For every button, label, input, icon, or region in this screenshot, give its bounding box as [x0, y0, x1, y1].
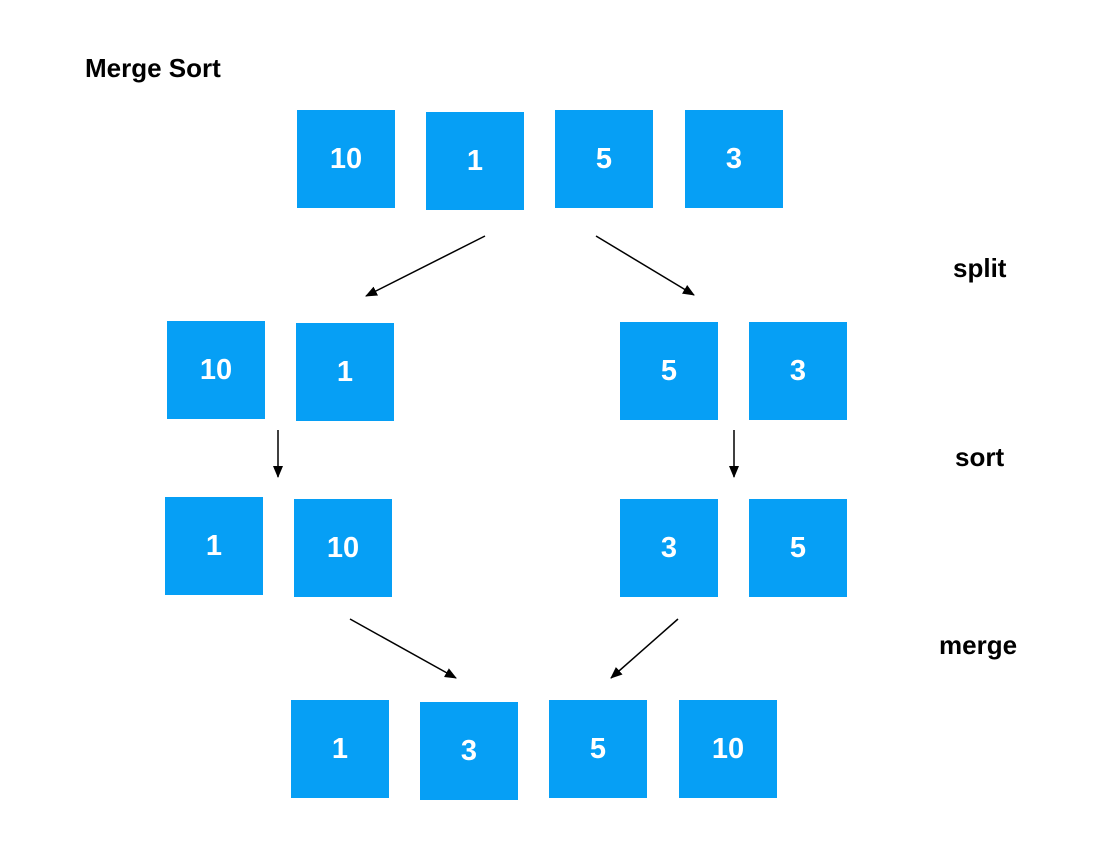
merge-arrow-right	[610, 618, 679, 679]
split-arrow-left	[365, 235, 486, 297]
sorted-right-box-1: 3	[620, 499, 718, 597]
input-box-4: 3	[685, 110, 783, 208]
step-label-merge: merge	[939, 630, 1018, 660]
merge-arrow-left	[349, 618, 457, 679]
input-box-3: 5	[555, 110, 653, 208]
split-right-box-2: 3	[749, 322, 847, 420]
diagram-title: Merge Sort	[85, 53, 221, 83]
input-box-2: 1	[426, 112, 524, 210]
split-arrow-right	[595, 235, 695, 296]
split-right-box-1: 5	[620, 322, 718, 420]
sorted-right-box-2: 5	[749, 499, 847, 597]
sorted-left-box-2: 10	[294, 499, 392, 597]
merged-box-4: 10	[679, 700, 777, 798]
split-left-box-1: 10	[167, 321, 265, 419]
merged-box-1: 1	[291, 700, 389, 798]
step-label-split: split	[953, 253, 1007, 283]
sorted-left-box-1: 1	[165, 497, 263, 595]
step-label-sort: sort	[955, 442, 1005, 472]
split-left-box-2: 1	[296, 323, 394, 421]
merged-box-3: 5	[549, 700, 647, 798]
merged-box-2: 3	[420, 702, 518, 800]
input-box-1: 10	[297, 110, 395, 208]
